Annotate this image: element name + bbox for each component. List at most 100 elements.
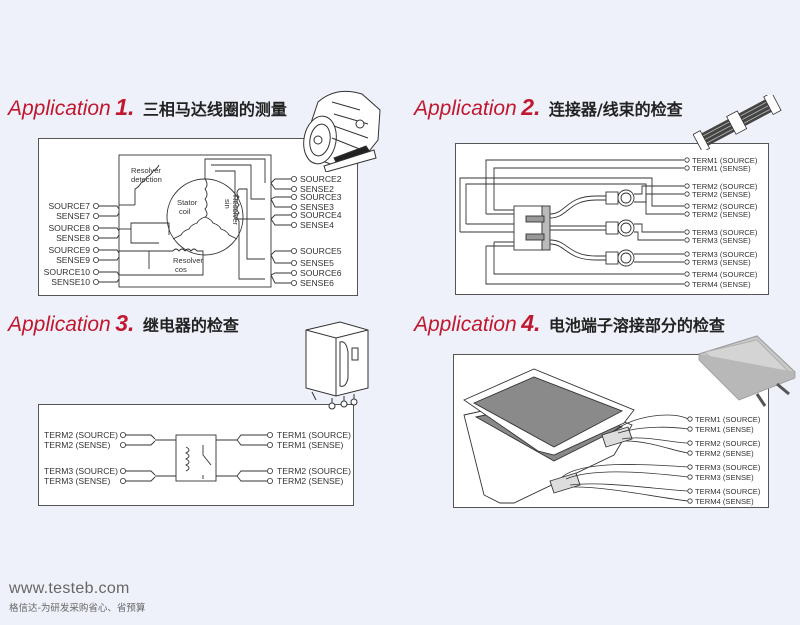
app3-number: 3. — [115, 310, 135, 336]
terminal-label: SENSE2 — [300, 184, 334, 194]
resolver-sin-label-2: sin — [223, 199, 232, 209]
app4-title-cn: 电池端子溶接部分的检查 — [548, 316, 725, 335]
relay-switch — [202, 445, 212, 479]
motor-icon — [303, 90, 381, 172]
terminal-label: SENSE5 — [300, 258, 334, 268]
wire-harness-icon — [693, 95, 782, 150]
terminal-label: TERM2 (SOURCE) — [277, 466, 351, 476]
terminal-label: SOURCE5 — [300, 246, 342, 256]
motor-housing-box — [118, 154, 272, 288]
app2-terminal-nodes — [684, 157, 690, 287]
terminal-label: TERM2 (SOURCE) — [44, 430, 118, 440]
app1-title: Application 1. 三相马达线圈的测量 — [8, 94, 287, 121]
relay-box — [175, 434, 217, 482]
stator-label: Stator — [177, 198, 198, 207]
relay-coil — [184, 446, 190, 472]
resolver-cos-label: Resolver — [173, 256, 203, 265]
app1-title-cn: 三相马达线圈的测量 — [142, 100, 287, 119]
app1-number: 1. — [115, 94, 135, 120]
resolver-detection-coil — [134, 164, 160, 205]
footer-tagline: 格信达-为研发采购省心、省预算 — [9, 603, 146, 614]
app3-left-terminals: TERM2 (SOURCE) TERM2 (SENSE) TERM3 (SOUR… — [44, 430, 118, 486]
terminal-label: SOURCE8 — [48, 223, 90, 233]
terminal-label: SOURCE7 — [48, 201, 90, 211]
app4-right-terminals: TERM1 (SOURCE) TERM1 (SENSE) TERM2 (SOUR… — [695, 415, 761, 506]
app4-label: Application — [414, 313, 517, 336]
app3-label: Application — [8, 313, 111, 336]
terminal-label: TERM1 (SOURCE) — [695, 415, 761, 424]
app3-terminal-nodes — [120, 431, 273, 485]
terminal-label: TERM2 (SENSE) — [692, 190, 751, 199]
app2-diagram-panel: TERM1 (SOURCE) TERM1 (SENSE) TERM2 (SOUR… — [455, 143, 769, 295]
relay-icon — [305, 321, 369, 410]
terminal-label: SOURCE3 — [300, 192, 342, 202]
resolver-cos-label-2: cos — [175, 265, 187, 274]
terminal-label: SENSE4 — [300, 220, 334, 230]
terminal-label: TERM2 (SOURCE) — [695, 439, 761, 448]
app4-number: 4. — [521, 310, 541, 336]
app1-diagram-panel: SOURCE7 SENSE7 SOURCE8 SENSE8 SOURCE9 SE… — [38, 138, 358, 296]
app3-right-terminals: TERM1 (SOURCE) TERM1 (SENSE) TERM2 (SOUR… — [277, 430, 351, 486]
terminal-label: SENSE9 — [56, 255, 90, 265]
terminal-label: TERM2 (SENSE) — [695, 449, 754, 458]
resolver-detection-label: Resolver — [131, 166, 161, 175]
terminal-label: SOURCE2 — [300, 174, 342, 184]
terminal-label: SENSE7 — [56, 211, 90, 221]
app1-label: Application — [8, 97, 111, 120]
app1-motor-schematic: SOURCE7 SENSE7 SOURCE8 SENSE8 SOURCE9 SE… — [44, 154, 342, 288]
app3-relay-schematic: TERM2 (SOURCE) TERM2 (SENSE) TERM3 (SOUR… — [44, 430, 351, 486]
terminal-label: TERM4 (SOURCE) — [695, 487, 761, 496]
terminal-label: TERM3 (SENSE) — [692, 236, 751, 245]
terminal-label: TERM1 (SOURCE) — [277, 430, 351, 440]
terminal-label: SOURCE6 — [300, 268, 342, 278]
terminal-label: TERM2 (SENSE) — [277, 476, 344, 486]
stator-label-2: coil — [179, 207, 191, 216]
terminal-label: TERM1 (SOURCE) — [692, 156, 758, 165]
app2-label: Application — [414, 97, 517, 120]
app1-right-terminals: SOURCE2 SENSE2 SOURCE3 SENSE3 SOURCE4 SE… — [270, 174, 342, 288]
app4-terminal-nodes — [687, 416, 693, 504]
terminal-label: TERM3 (SOURCE) — [695, 463, 761, 472]
terminal-label: TERM4 (SENSE) — [692, 280, 751, 289]
terminal-label: SENSE10 — [51, 277, 90, 287]
terminal-label: SOURCE9 — [48, 245, 90, 255]
terminal-label: TERM3 (SENSE) — [44, 476, 111, 486]
app4-wires — [561, 414, 689, 502]
battery-pouch-icon — [698, 335, 796, 407]
terminal-label: SOURCE10 — [44, 267, 91, 277]
app2-number: 2. — [521, 94, 541, 120]
terminal-label: TERM3 (SENSE) — [692, 258, 751, 267]
app2-connector-schematic: TERM1 (SOURCE) TERM1 (SENSE) TERM2 (SOUR… — [459, 156, 758, 289]
app4-title: Application 4. 电池端子溶接部分的检查 — [414, 310, 725, 337]
terminal-label: TERM4 (SOURCE) — [692, 270, 758, 279]
app4-battery-schematic: TERM1 (SOURCE) TERM1 (SENSE) TERM2 (SOUR… — [463, 368, 761, 506]
app2-title-cn: 连接器/线束的检查 — [548, 100, 683, 119]
terminal-label: TERM4 (SENSE) — [695, 497, 754, 506]
terminal-label: TERM3 (SOURCE) — [692, 250, 758, 259]
resolver-sin-label: Resolver — [231, 195, 240, 225]
connector-block — [513, 205, 543, 251]
terminal-label: SENSE3 — [300, 202, 334, 212]
terminal-label: TERM1 (SENSE) — [695, 425, 754, 434]
terminal-label: TERM3 (SOURCE) — [692, 228, 758, 237]
app1-component-labels: Resolver detection Stator coil Resolver … — [131, 166, 240, 274]
resolver-sin-coil — [236, 188, 240, 222]
app4-diagram-panel: TERM1 (SOURCE) TERM1 (SENSE) TERM2 (SOUR… — [453, 354, 769, 508]
terminal-label: TERM3 (SOURCE) — [44, 466, 118, 476]
app3-title: Application 3. 继电器的检查 — [8, 310, 239, 337]
battery-tab — [549, 472, 581, 494]
terminal-label: SOURCE4 — [300, 210, 342, 220]
resolver-detection-label-2: detection — [131, 175, 162, 184]
resolver-cos-coil — [139, 248, 204, 276]
app1-left-terminals: SOURCE7 SENSE7 SOURCE8 SENSE8 SOURCE9 SE… — [44, 201, 120, 287]
app3-diagram-panel: TERM2 (SOURCE) TERM2 (SENSE) TERM3 (SOUR… — [38, 404, 354, 506]
terminal-label: TERM3 (SENSE) — [695, 473, 754, 482]
terminal-label: TERM2 (SOURCE) — [692, 202, 758, 211]
app2-title: Application 2. 连接器/线束的检查 — [414, 94, 683, 121]
battery-tab — [601, 426, 633, 448]
terminal-label: SENSE6 — [300, 278, 334, 288]
app3-title-cn: 继电器的检查 — [142, 316, 239, 335]
app2-right-terminals: TERM1 (SOURCE) TERM1 (SENSE) TERM2 (SOUR… — [692, 156, 758, 289]
terminal-label: SENSE8 — [56, 233, 90, 243]
footer-url[interactable]: www.testeb.com — [9, 580, 130, 597]
